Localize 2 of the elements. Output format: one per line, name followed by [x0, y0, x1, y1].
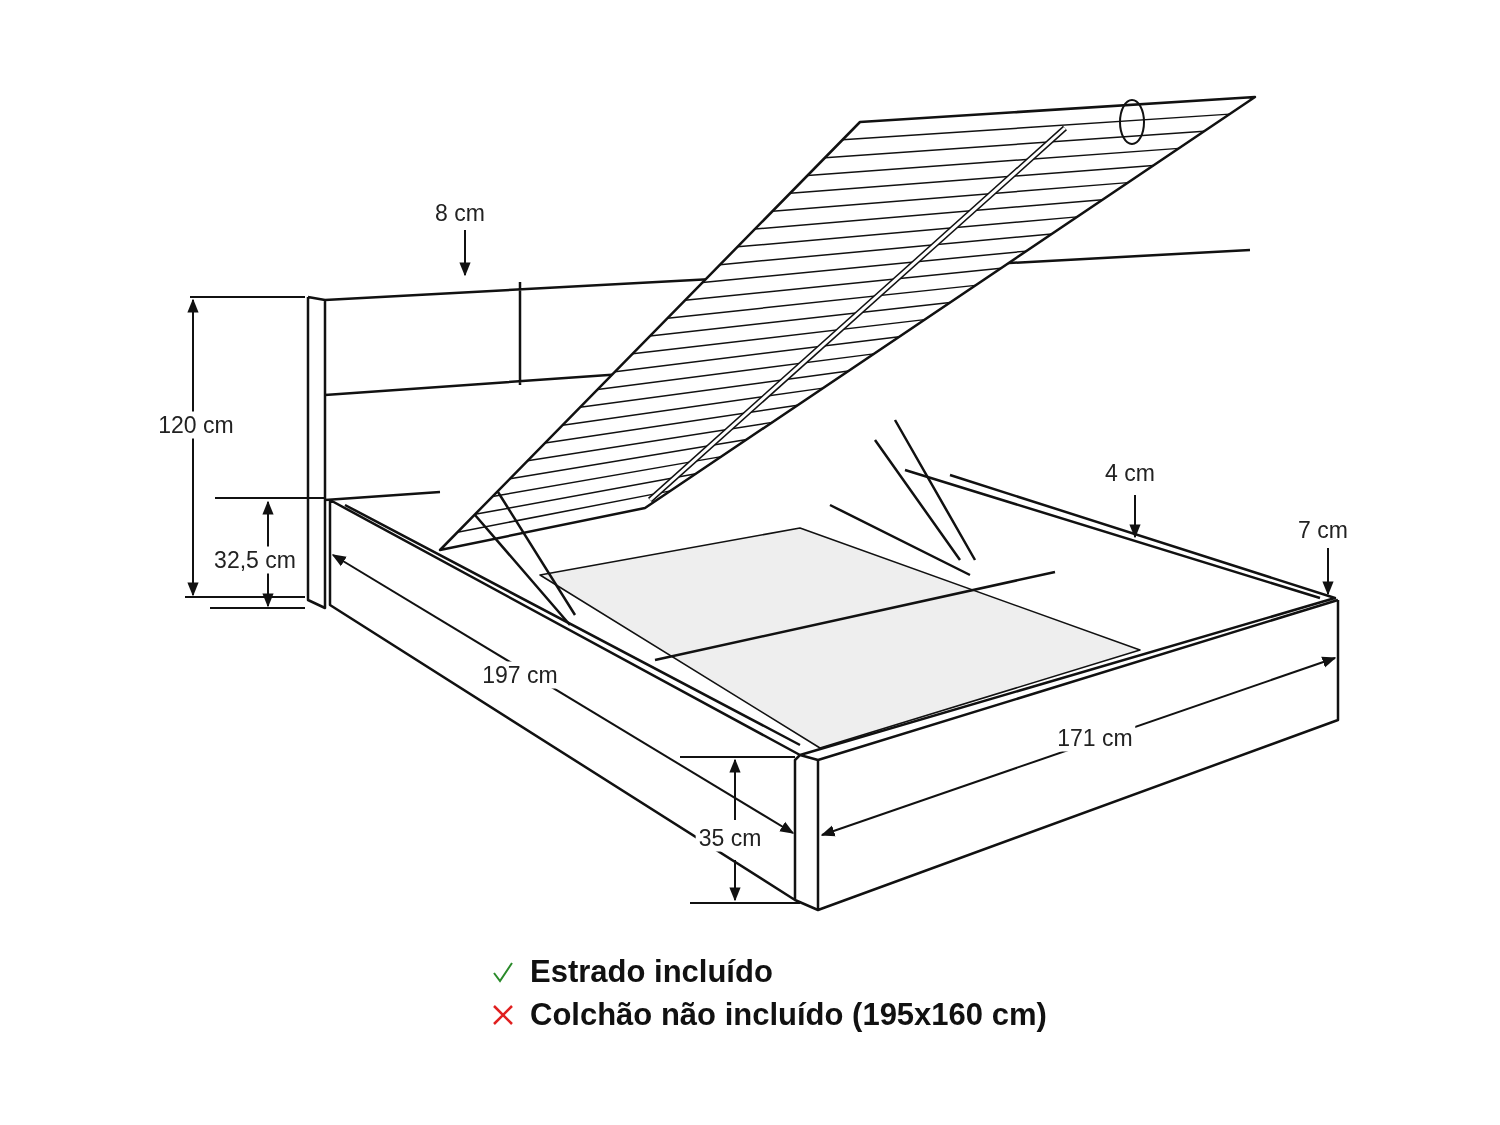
note-text: Estrado incluído — [530, 954, 773, 990]
note-text: Colchão não incluído (195x160 cm) — [530, 997, 1047, 1033]
